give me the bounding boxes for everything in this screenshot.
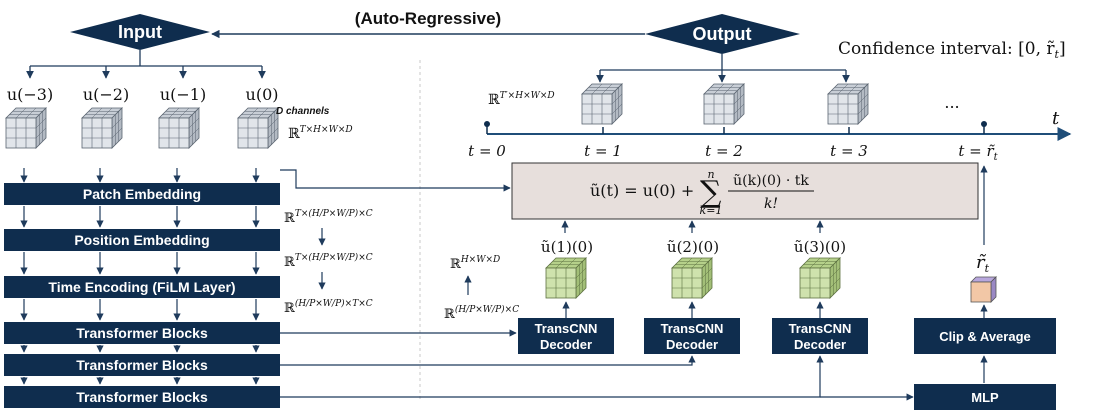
patch-shape-label: ℝT×(H/P×W/P)×C [284,208,373,226]
input-cube-0 [5,107,47,149]
input-diamond: Input [70,14,210,50]
transcnn-decoder-2: TransCNN Decoder [644,318,740,354]
deriv-label-2: ũ(2)(0) [667,238,719,256]
transformer-2-to-3-arrows [20,377,260,385]
confidence-interval-label: Confidence interval: [0, r̃t] [838,39,1066,61]
input-bracket [26,50,266,79]
input-cube-3 [237,107,279,149]
rt-label: r̃t [976,252,990,275]
input-label-0: u(−3) [7,85,53,104]
taylor-denominator: k! [764,196,778,212]
output-cube-1 [581,83,623,125]
mlp-label: MLP [971,390,999,405]
tick-label-3: t = 3 [830,142,868,160]
patch-embedding-block [4,183,280,205]
input-label: Input [118,22,162,42]
decoder-1-line1: TransCNN [535,321,598,336]
patch-to-position-arrows [20,206,260,228]
autoregressive-label: (Auto-Regressive) [355,9,501,28]
transformer-block-1-label: Transformer Blocks [76,325,208,341]
output-bracket [596,54,850,83]
input-label-3: u(0) [246,85,279,104]
taylor-lhs: ũ(t) = u(0) + [590,181,694,200]
input-to-patch-arrows [20,168,260,183]
transformer-block-3-label: Transformer Blocks [76,389,208,405]
output-cube-2 [703,83,745,125]
patch-embedding-label: Patch Embedding [83,186,201,202]
transformer-3-to-decoder-3-arrow [280,355,824,398]
position-shape-label: ℝT×(H/P×W/P)×C [284,252,373,270]
tick-label-2: t = 2 [705,142,743,160]
time-shape-label: ℝ(H/P×W/P)×T×C [284,298,373,316]
latent-shape-label: ℝ(H/P×W/P)×C [444,304,519,322]
decoder-2-line1: TransCNN [661,321,724,336]
deriv-label-3: ũ(3)(0) [794,238,846,256]
deriv-label-1: ũ(1)(0) [541,238,593,256]
clip-average-block [914,318,1056,354]
tick-label-0: t = 0 [468,142,506,160]
transformer-block-3 [4,386,280,408]
transformer-2-to-decoder-2-arrow [280,355,696,366]
position-embedding-label: Position Embedding [74,232,209,248]
tick-label-1: t = 1 [584,142,622,160]
sum-top: n [707,168,714,181]
decoder-1-line2: Decoder [540,337,592,352]
time-to-transformer-arrows [20,299,260,321]
transcnn-decoder-3: TransCNN Decoder [772,318,868,354]
taylor-numerator: ũ(k)(0) · tk [733,173,809,189]
tick-label-rt: t = r̃t [958,142,998,163]
input-label-2: u(−1) [160,85,206,104]
input-shape-label: ℝT×H×W×D [288,125,353,142]
decoder-2-line2: Decoder [666,337,718,352]
sum-bottom: k=1 [700,204,723,217]
rt-cube [970,276,997,303]
time-encoding-label: Time Encoding (FiLM Layer) [48,279,235,295]
position-to-time-arrows [20,252,260,275]
sum-symbol: ∑ [700,175,722,210]
output-shape-label: ℝT′×H×W×D [488,91,555,108]
hidden-shape-label: ℝH×W×D [450,255,500,272]
axis-label: t [1052,108,1060,129]
skip-connection-arrow [280,169,511,192]
transcnn-decoder-1: TransCNN Decoder [518,318,614,354]
output-label: Output [693,24,752,44]
decoder-3-line1: TransCNN [789,321,852,336]
output-diamond: Output [645,14,800,54]
transformer-block-1 [4,322,280,344]
time-encoding-block [4,276,280,298]
output-cube-3 [827,83,869,125]
deriv-cube-1 [545,257,587,299]
input-label-1: u(−2) [83,85,129,104]
clip-average-label: Clip & Average [939,329,1031,344]
input-cube-2 [158,107,200,149]
transformer-block-2-label: Transformer Blocks [76,357,208,373]
transformer-block-2 [4,354,280,376]
decoder-3-line2: Decoder [794,337,846,352]
deriv-cube-3 [799,257,841,299]
channels-note: D channels [276,106,330,117]
transformer-1-to-2-arrows [20,345,260,353]
mlp-block [914,384,1056,410]
output-ellipsis: ... [944,93,959,112]
position-embedding-block [4,229,280,251]
input-cube-1 [81,107,123,149]
deriv-cube-2 [671,257,713,299]
